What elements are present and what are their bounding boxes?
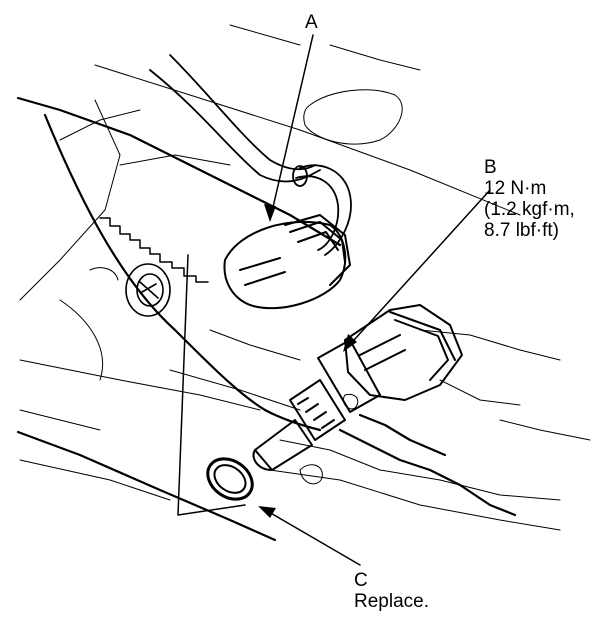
background-structure-lines — [19, 24, 591, 531]
connector-a — [223, 214, 351, 310]
callout-a-letter: A — [305, 12, 318, 33]
wire-harness — [149, 54, 352, 256]
leader-line-a — [269, 34, 314, 221]
leader-line-c — [261, 507, 361, 566]
torque-spec-kgf: (1.2 kgf·m, — [484, 199, 575, 220]
arrow-head-a — [264, 204, 276, 222]
torque-spec-nm: 12 N·m — [484, 178, 547, 199]
temperature-sensor-b — [252, 339, 381, 471]
connector-b — [344, 304, 463, 401]
replace-note: Replace. — [354, 591, 429, 612]
centerline — [177, 254, 246, 516]
leader-line-b — [344, 189, 491, 351]
callout-b: B 12 N·m (1.2 kgf·m, 8.7 lbf·ft) — [484, 157, 575, 241]
bolt-boss — [125, 263, 171, 317]
callout-c-letter: C — [354, 570, 368, 591]
torque-spec-lbf: 8.7 lbf·ft) — [484, 220, 559, 241]
arrow-head-c — [258, 506, 276, 518]
leader-lines — [177, 34, 491, 566]
callout-b-letter: B — [484, 157, 497, 178]
arrow-head-b — [343, 334, 357, 352]
sealing-washer-c — [206, 457, 254, 501]
housing-outline — [16, 96, 517, 542]
callout-c: C Replace. — [354, 570, 429, 612]
arrow-heads — [258, 204, 357, 518]
casting-notches — [99, 217, 209, 283]
callout-a: A — [305, 12, 318, 33]
